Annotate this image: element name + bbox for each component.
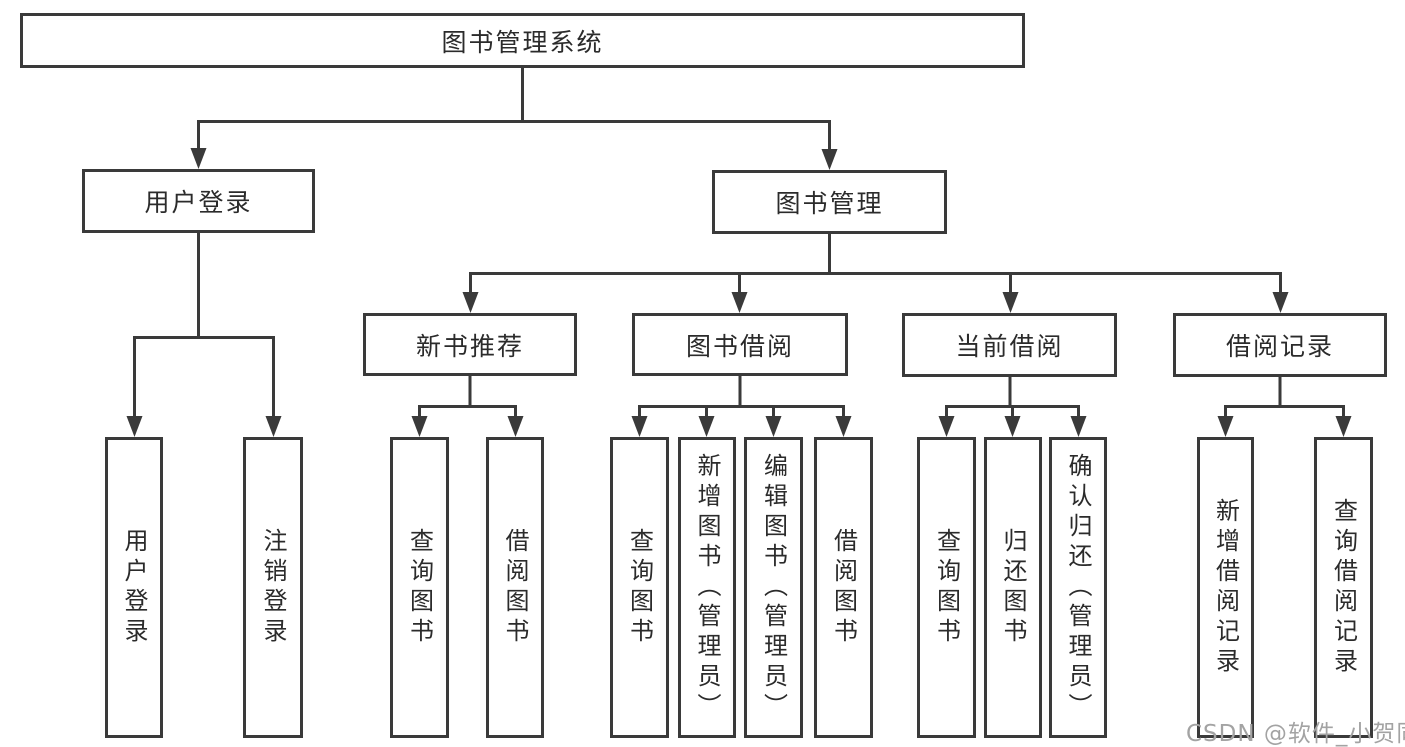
node-label: 查询借阅记录 [1329,497,1358,678]
leaf-confirm-return-admin: 确认归还（管理员） [1049,437,1107,738]
node-label: 借阅记录 [1225,332,1334,361]
arrow-down-icon [1002,292,1019,313]
node-borrowing-records: 借阅记录 [1173,313,1387,377]
node-library-management-system: 图书管理系统 [20,13,1025,68]
node-label: 查询图书 [625,527,654,648]
arrow-down-icon [1004,416,1021,437]
leaf-user-login: 用户登录 [105,437,163,738]
node-label: 新增图书（管理员） [693,452,721,723]
node-label: 图书管理系统 [441,27,604,57]
arrow-down-icon [411,416,428,437]
leaf-borrow-books: 借阅图书 [814,437,873,738]
node-label: 借阅图书 [829,527,858,648]
arrow-down-icon [462,292,479,313]
leaf-query-books-current: 查询图书 [917,437,976,738]
node-label: 查询图书 [932,527,961,648]
node-label: 借阅图书 [501,527,529,648]
connector-book-borrow-to-children [638,376,845,420]
leaf-add-books-admin: 新增图书（管理员） [678,437,736,738]
arrow-down-icon [938,416,955,437]
node-label: 图书借阅 [685,331,794,361]
arrow-down-icon [1272,292,1289,313]
leaf-borrow-books-recommend: 借阅图书 [486,437,544,738]
node-label: 新书推荐 [415,331,524,361]
node-new-book-recommendation: 新书推荐 [363,313,577,376]
node-current-borrowing: 当前借阅 [902,313,1117,377]
leaf-query-books-borrow: 查询图书 [610,437,669,738]
connector-new-book-to-children [418,376,517,420]
leaf-query-books-recommend: 查询图书 [390,437,449,738]
node-label: 用户登录 [120,527,148,648]
leaf-query-borrow-record: 查询借阅记录 [1314,437,1373,738]
leaf-add-borrow-record: 新增借阅记录 [1197,437,1254,738]
arrow-down-icon [1217,416,1234,437]
arrow-down-icon [1335,416,1352,437]
arrow-down-icon [835,416,852,437]
connector-current-borrow-to-children [945,377,1080,420]
node-label: 编辑图书（管理员） [759,452,788,723]
node-label: 新增借阅记录 [1211,497,1240,678]
node-book-borrowing: 图书借阅 [632,313,848,376]
node-user-login: 用户登录 [82,169,315,233]
arrow-down-icon [1070,416,1087,437]
node-label: 查询图书 [405,527,434,648]
node-book-management: 图书管理 [712,170,947,234]
connector-borrow-records-to-children [1224,377,1345,420]
arrow-down-icon [190,148,207,169]
node-label: 图书管理 [775,189,884,218]
leaf-logout: 注销登录 [243,437,303,738]
arrow-down-icon [698,416,715,437]
node-label: 确认归还（管理员） [1064,452,1092,723]
node-label: 用户登录 [144,188,253,217]
connector-user-login-to-children [133,232,275,420]
arrow-down-icon [765,416,782,437]
leaf-return-books: 归还图书 [984,437,1042,738]
arrow-down-icon [631,416,648,437]
arrow-down-icon [731,292,748,313]
arrow-down-icon [126,416,143,437]
node-label: 归还图书 [999,527,1027,648]
arrow-down-icon [821,149,838,170]
node-label: 注销登录 [259,527,287,648]
arrow-down-icon [507,416,524,437]
arrow-down-icon [265,416,282,437]
leaf-edit-books-admin: 编辑图书（管理员） [744,437,803,738]
watermark: CSDN @软件_小贺同学 [1186,721,1405,747]
node-label: 当前借阅 [955,332,1064,361]
connector-root-to-level2 [197,68,831,152]
connector-book-management-to-level3 [469,234,1282,296]
